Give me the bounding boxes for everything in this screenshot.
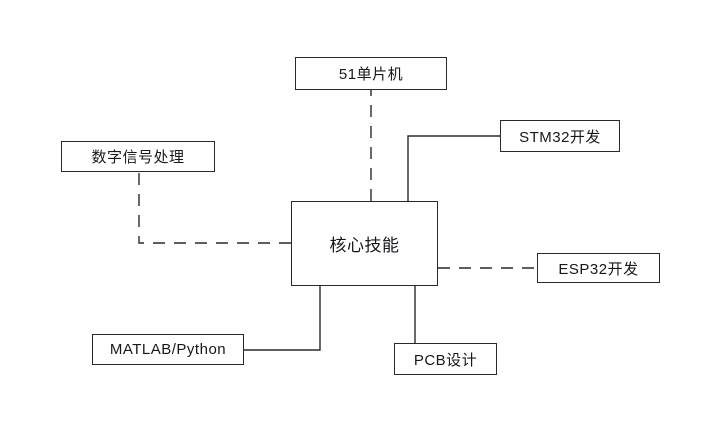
node-mcu51[interactable]: 51单片机 <box>295 57 447 90</box>
node-pcb[interactable]: PCB设计 <box>394 343 497 375</box>
node-esp32[interactable]: ESP32开发 <box>537 253 660 283</box>
node-label-core: 核心技能 <box>329 236 400 255</box>
edge-core-dsp <box>138 172 291 244</box>
edge-core-stm32 <box>407 135 500 201</box>
node-label-stm32: STM32开发 <box>519 128 601 146</box>
node-label-dsp: 数字信号处理 <box>91 149 185 166</box>
node-label-esp32: ESP32开发 <box>558 260 639 278</box>
node-label-pcb: PCB设计 <box>413 351 478 369</box>
edge-core-matlab <box>244 286 321 351</box>
node-core[interactable]: 核心技能 <box>291 201 438 286</box>
node-stm32[interactable]: STM32开发 <box>500 120 620 152</box>
node-label-mcu51: 51单片机 <box>338 66 404 83</box>
node-label-matlab: MATLAB/Python <box>109 341 227 358</box>
node-dsp[interactable]: 数字信号处理 <box>61 141 215 172</box>
node-matlab[interactable]: MATLAB/Python <box>92 334 244 365</box>
